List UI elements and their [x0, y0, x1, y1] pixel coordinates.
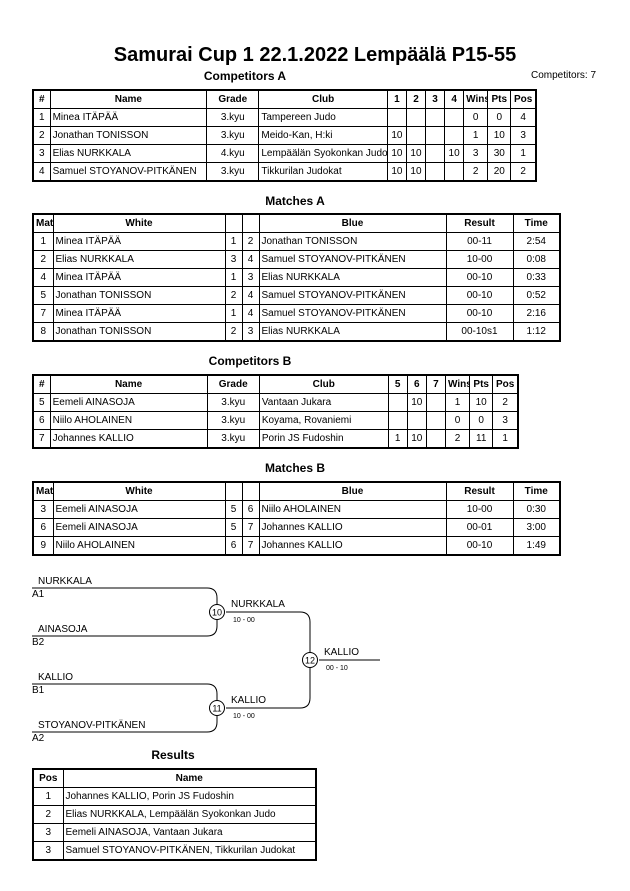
cell: 00-10	[445, 304, 514, 323]
match-number: 12	[305, 656, 315, 666]
cell: 10	[405, 162, 427, 182]
cell: 4	[241, 304, 260, 323]
table-row: 1 Johannes KALLIO, Porin JS Fudoshin	[32, 787, 317, 806]
col-header: Pos	[32, 768, 64, 788]
table-row: 5 Jonathan TONISSON 2 4 Samuel STOYANOV-…	[32, 286, 561, 305]
cell: 3	[32, 841, 64, 861]
table-header-row: Pos Name	[32, 768, 317, 788]
table-row: 3 Eemeli AINASOJA, Vantaan Jukara	[32, 823, 317, 842]
results-table: Pos Name 1 Johannes KALLIO, Porin JS Fud…	[32, 768, 317, 861]
table-row: 2 Elias NURKKALA, Lempäälän Syokonkan Ju…	[32, 805, 317, 824]
cell: 3	[241, 322, 260, 342]
col-header: Pos	[492, 374, 519, 394]
semi-winner-name: KALLIO	[231, 695, 266, 706]
cell: 2	[510, 162, 537, 182]
col-header: #	[32, 89, 51, 109]
semi-score: 10 - 00	[233, 617, 255, 624]
cell: 7	[32, 429, 51, 449]
competitors-b-heading: Competitors B	[208, 354, 292, 368]
table-row: 6 Niilo AHOLAINEN 3.kyu Koyama, Rovaniem…	[32, 411, 519, 430]
cell: 1	[492, 429, 519, 449]
cell: 3	[32, 823, 64, 842]
col-header: Name	[62, 768, 317, 788]
cell: 1	[224, 304, 243, 323]
final-winner-name: KALLIO	[324, 647, 359, 658]
bracket-entry-name: NURKKALA	[38, 576, 92, 587]
bracket-entry-seed: A2	[32, 733, 45, 744]
cell: 3:00	[512, 518, 561, 537]
table-row: 7 Johannes KALLIO 3.kyu Porin JS Fudoshi…	[32, 429, 519, 449]
matches-a-table: Match White Blue Result Time 1 Minea ITÄ…	[32, 213, 561, 342]
cell: 3	[32, 144, 51, 163]
table-row: 9 Niilo AHOLAINEN 6 7 Johannes KALLIO 00…	[32, 536, 561, 556]
competitors-b-table: # Name Grade Club 5 6 7 Wins Pts Pos 5 E…	[32, 374, 519, 449]
cell: Tikkurilan Judokat	[258, 162, 388, 182]
cell: 1	[32, 787, 64, 806]
cell: 6	[32, 411, 51, 430]
semi-score: 10 - 00	[233, 713, 255, 720]
table-row: 4 Minea ITÄPÄÄ 1 3 Elias NURKKALA 00-10 …	[32, 268, 561, 287]
cell: Jonathan TONISSON	[52, 322, 226, 342]
cell: 2	[463, 162, 489, 182]
final-score: 00 - 10	[326, 665, 348, 672]
competitors-a-table: # Name Grade Club 1 2 3 4 Wins Pts Pos 1…	[32, 89, 537, 182]
cell: 3.kyu	[206, 411, 260, 430]
cell: 1	[510, 144, 537, 163]
cell: 4.kyu	[206, 144, 260, 163]
cell: 30	[487, 144, 512, 163]
matches-a-heading: Matches A	[265, 194, 325, 208]
matches-b-heading: Matches B	[264, 461, 326, 475]
cell: 0:33	[512, 268, 561, 287]
table-row: 2 Elias NURKKALA 3 4 Samuel STOYANOV-PIT…	[32, 250, 561, 269]
cell: Eemeli AINASOJA, Vantaan Jukara	[62, 823, 317, 842]
matches-b-table: Match White Blue Result Time 3 Eemeli AI…	[32, 481, 561, 556]
table-header-row: # Name Grade Club 5 6 7 Wins Pts Pos	[32, 374, 519, 394]
cell: 3.kyu	[206, 429, 260, 449]
cell: 2:16	[512, 304, 561, 323]
table-row: 6 Eemeli AINASOJA 5 7 Johannes KALLIO 00…	[32, 518, 561, 537]
table-row: 3 Samuel STOYANOV-PITKÄNEN, Tikkurilan J…	[32, 841, 317, 861]
cell: 4	[32, 162, 51, 182]
table-row: 4 Samuel STOYANOV-PITKÄNEN 3.kyu Tikkuri…	[32, 162, 537, 182]
competitors-a-heading: Competitors A	[203, 69, 287, 83]
competitors-count: Competitors: 7	[531, 70, 597, 81]
semi-winner-name: NURKKALA	[231, 599, 285, 610]
cell: 1:49	[512, 536, 561, 556]
table-row: 8 Jonathan TONISSON 2 3 Elias NURKKALA 0…	[32, 322, 561, 342]
cell: Koyama, Rovaniemi	[258, 411, 389, 430]
cell: 2	[32, 805, 64, 824]
cell: Elias NURKKALA, Lempäälän Syokonkan Judo	[62, 805, 317, 824]
page-title: Samurai Cup 1 22.1.2022 Lempäälä P15-55	[113, 44, 517, 66]
table-row: 7 Minea ITÄPÄÄ 1 4 Samuel STOYANOV-PITKÄ…	[32, 304, 561, 323]
cell: Elias NURKKALA	[258, 322, 447, 342]
table-row: 2 Jonathan TONISSON 3.kyu Meido-Kan, H:k…	[32, 126, 537, 145]
bracket-entry-name: STOYANOV-PITKÄNEN	[38, 719, 145, 731]
bracket-entry-seed: B2	[32, 637, 45, 648]
cell: 00-10s1	[445, 322, 514, 342]
table-row: 3 Elias NURKKALA 4.kyu Lempäälän Syokonk…	[32, 144, 537, 163]
cell: 5	[224, 518, 243, 537]
cell: 3	[463, 144, 489, 163]
cell: 00-10	[445, 536, 514, 556]
bracket-entry-name: AINASOJA	[38, 624, 88, 635]
bracket-entry-name: KALLIO	[38, 672, 73, 683]
cell: 3.kyu	[206, 162, 260, 182]
cell: 1:12	[512, 322, 561, 342]
cell: Johannes KALLIO	[258, 518, 447, 537]
cell: Samuel STOYANOV-PITKÄNEN, Tikkurilan Jud…	[62, 841, 317, 861]
cell: Johannes KALLIO, Porin JS Fudoshin	[62, 787, 317, 806]
match-number: 11	[212, 704, 221, 714]
cell: 3	[492, 411, 519, 430]
match-number: 10	[212, 608, 222, 618]
results-heading: Results	[151, 748, 195, 762]
table-header-row: Match White Blue Result Time	[32, 481, 561, 501]
cell: 1	[32, 108, 51, 127]
bracket-entry-seed: A1	[32, 589, 45, 600]
cell: Elias NURKKALA	[49, 144, 208, 163]
bracket-entry-seed: B1	[32, 685, 45, 696]
